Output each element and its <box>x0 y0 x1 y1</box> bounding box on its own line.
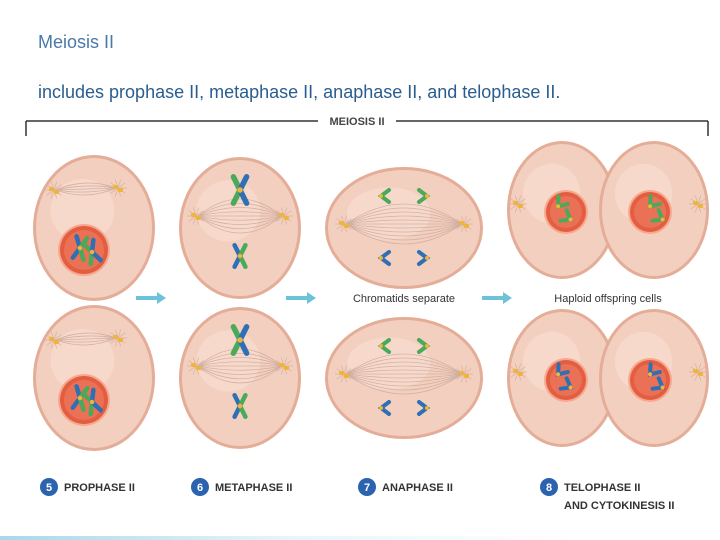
stage-arrows <box>136 292 512 304</box>
metaphase-ii-cell-bottom <box>179 307 301 449</box>
daughter-cell-top-2 <box>599 141 709 279</box>
stage-name-6: METAPHASE II <box>215 482 292 494</box>
stage-number-8: 8 <box>546 482 552 494</box>
stage-arrowhead-2 <box>307 292 316 304</box>
meiosis-ii-header-label: MEIOSIS II <box>329 116 384 128</box>
prophase-ii-cell-top <box>33 155 155 301</box>
stage-arrowhead-3 <box>503 292 512 304</box>
stage-name-5: PROPHASE II <box>64 482 135 494</box>
slide-title: Meiosis II <box>38 32 115 52</box>
cell-illustrations <box>33 141 709 451</box>
anaphase-ii-cell-top <box>325 167 483 289</box>
slide-subtitle: includes prophase II, metaphase II, anap… <box>38 82 561 102</box>
daughter-cell-bottom-2 <box>599 309 709 447</box>
metaphase-ii-cell-top <box>179 157 301 299</box>
stage-badge-6 <box>191 478 209 496</box>
bottom-accent-bar <box>0 536 720 540</box>
stage-label-5: 5 PROPHASE II <box>40 478 135 496</box>
prophase-ii-cell-bottom <box>33 305 155 451</box>
stage-badge-7 <box>358 478 376 496</box>
chromatids-separate-label: Chromatids separate <box>353 293 455 305</box>
meiosis-header-bracket <box>25 120 709 136</box>
daughter-cell-top-1 <box>507 141 617 279</box>
stage-badge-5 <box>40 478 58 496</box>
stage-number-5: 5 <box>46 482 52 494</box>
stage-badge-8 <box>540 478 558 496</box>
stage-label-7: 7 ANAPHASE II <box>358 478 453 496</box>
stage-name-7: ANAPHASE II <box>382 482 453 494</box>
daughter-cell-bottom-1 <box>507 309 617 447</box>
haploid-offspring-label: Haploid offspring cells <box>554 293 662 305</box>
stage-label-6: 6 METAPHASE II <box>191 478 292 496</box>
stage-name-8: TELOPHASE II <box>564 482 640 494</box>
stage-number-6: 6 <box>197 482 203 494</box>
stage-number-7: 7 <box>364 482 370 494</box>
stage-arrowhead-1 <box>157 292 166 304</box>
stage-name-8-line2: AND CYTOKINESIS II <box>564 500 674 512</box>
stage-label-8: 8 TELOPHASE II AND CYTOKINESIS II <box>540 478 674 512</box>
anaphase-ii-cell-bottom <box>325 317 483 439</box>
